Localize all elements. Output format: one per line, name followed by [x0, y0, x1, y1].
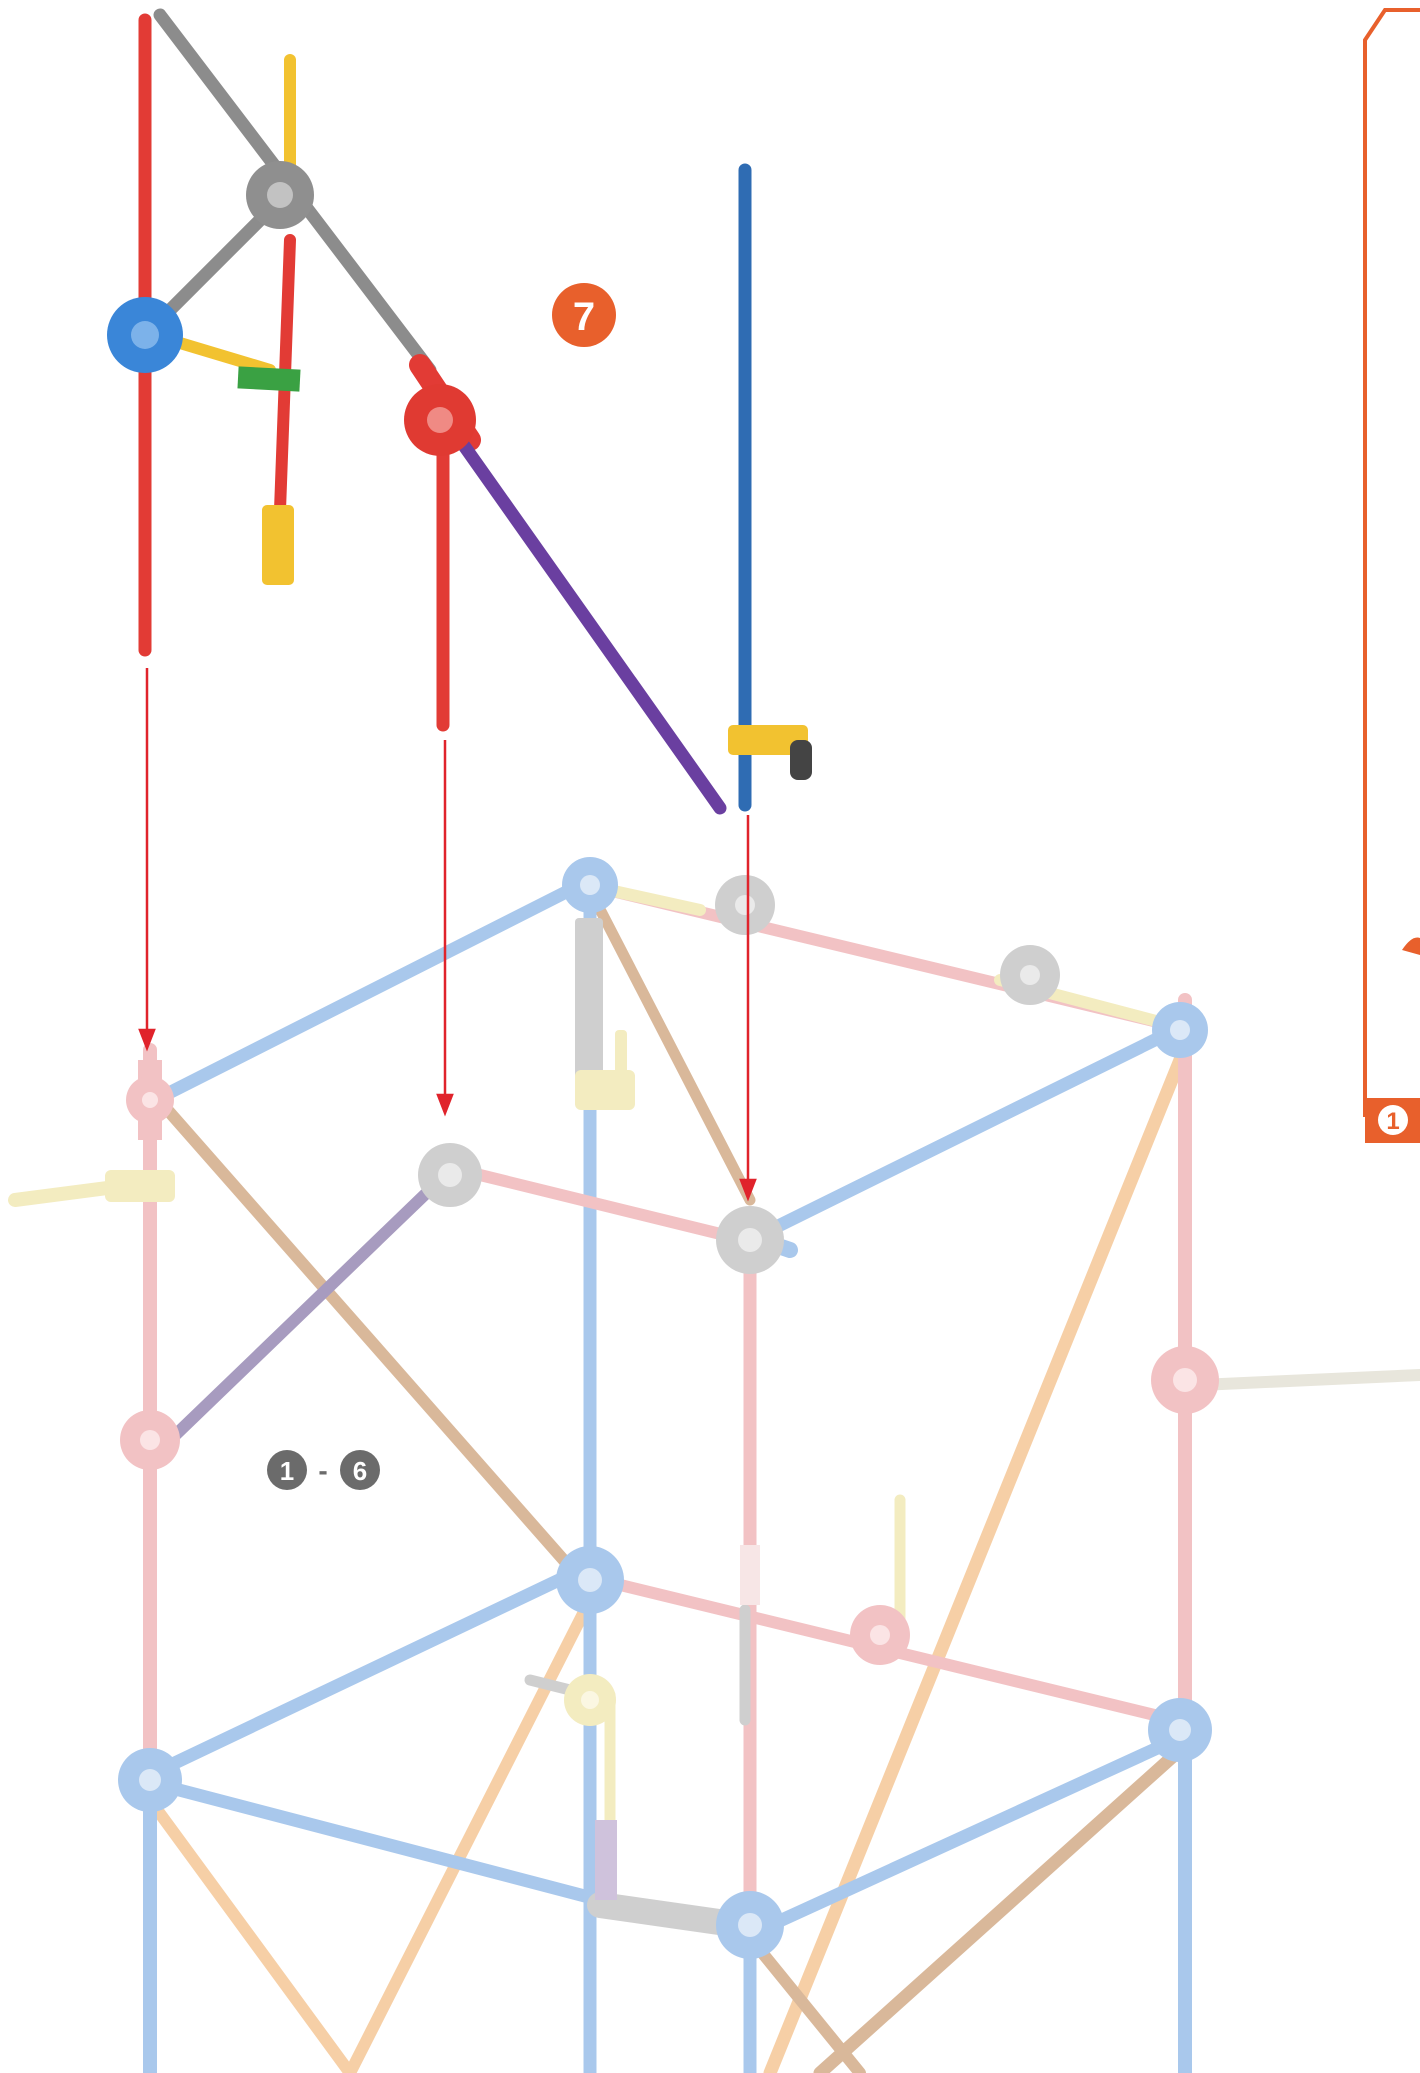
red-connector — [404, 384, 476, 456]
connector-purple-clip — [595, 1820, 617, 1900]
previous-step-from: 1 — [280, 1456, 294, 1486]
connector-gray-star-front — [716, 1206, 784, 1274]
new-parts — [107, 15, 812, 808]
connector-blue-left-low — [118, 1748, 182, 1812]
side-panel-badge-number: 1 — [1386, 1108, 1399, 1135]
black-cap — [790, 740, 812, 780]
previous-steps-label: 1 - 6 — [267, 1450, 380, 1490]
connector-blue-front-low — [716, 1891, 784, 1959]
side-panel: 1 — [1365, 10, 1420, 1143]
existing-structure — [15, 885, 1420, 2073]
yellow-rod-horizontal — [170, 340, 270, 370]
connector-yellow-clip-left — [105, 1170, 175, 1202]
connector-pink-right-mid — [1151, 1346, 1219, 1414]
previous-step-separator: - — [318, 1455, 327, 1486]
step-number: 7 — [573, 295, 595, 339]
connector-yellow-corner — [564, 1674, 616, 1726]
connector-pink-center-right — [850, 1605, 910, 1665]
connector-top-right — [1152, 1002, 1208, 1058]
previous-step-to: 6 — [353, 1456, 367, 1486]
connector-gray-star-back — [715, 875, 775, 935]
connector-gray-star-right — [1000, 945, 1060, 1005]
yellow-clip-bottom — [262, 505, 294, 585]
gray-connector — [246, 161, 314, 229]
connector-white-clip — [740, 1545, 760, 1605]
connector-blue-right-low — [1148, 1698, 1212, 1762]
purple-rod-diagonal — [460, 440, 720, 808]
placement-arrows — [140, 668, 755, 1198]
connector-pink-left-top — [126, 1060, 174, 1140]
blue-connector — [107, 297, 183, 373]
connector-pink-left-mid — [120, 1410, 180, 1470]
side-panel-fragment — [1402, 938, 1420, 956]
connector-blue-center — [556, 1546, 624, 1614]
step-badge: 7 — [552, 283, 616, 347]
green-clip — [237, 366, 300, 391]
connector-gray-star-mid — [418, 1143, 482, 1207]
connector-top-left-back — [562, 857, 618, 913]
